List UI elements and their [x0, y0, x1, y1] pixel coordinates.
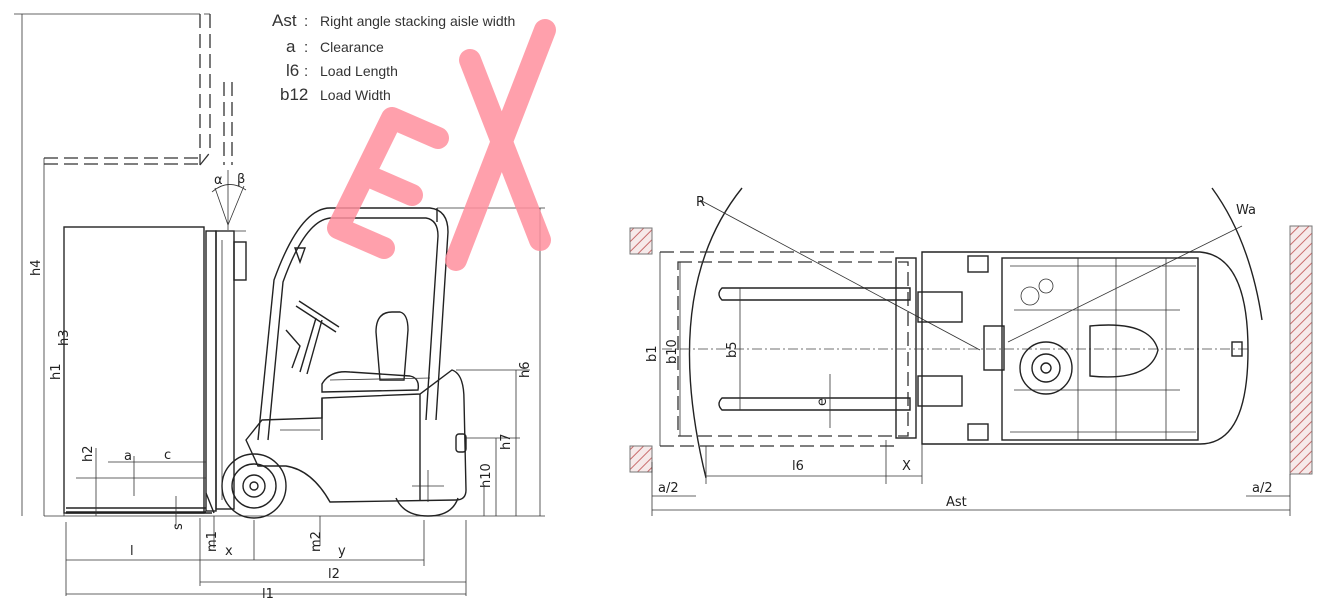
legend-text-b12: Load Width — [320, 87, 391, 103]
label-a-half-left: a/2 — [658, 481, 679, 496]
label-c: c — [164, 448, 171, 463]
legend-sep-a: : — [304, 39, 308, 56]
label-R: R — [696, 195, 705, 210]
legend-sep-ast: : — [304, 13, 308, 30]
raised-mast-outline — [44, 13, 233, 166]
legend-sep-l6: : — [304, 63, 308, 80]
load-outline — [677, 261, 909, 437]
truck-outline-top — [917, 251, 1249, 445]
top-view: R Wa — [629, 187, 1313, 516]
label-b5: b5 — [725, 341, 740, 358]
legend-symbol-a: a — [286, 37, 296, 56]
label-h2: h2 — [81, 445, 96, 462]
label-b10: b10 — [665, 339, 680, 364]
label-h6: h6 — [518, 361, 533, 378]
watermark-letter-e — [327, 107, 449, 259]
label-l2: l2 — [328, 567, 340, 582]
label-a-half-right: a/2 — [1252, 481, 1273, 496]
label-Wa: Wa — [1236, 203, 1256, 218]
legend-text-ast: Right angle stacking aisle width — [320, 13, 515, 29]
overhead-guard — [257, 207, 449, 441]
legend-symbol-ast: Ast — [272, 11, 297, 30]
wall-top-left — [629, 227, 653, 255]
label-l: l — [130, 544, 134, 559]
label-l1: l1 — [262, 587, 274, 599]
legend-symbol-l6: l6 — [286, 61, 299, 80]
watermark: EX — [327, 19, 556, 271]
label-h4: h4 — [29, 259, 44, 276]
load-center-dimensions: a c s — [108, 448, 206, 530]
legend-symbol-b12: b12 — [280, 85, 308, 104]
seat — [321, 311, 420, 393]
label-Ast: Ast — [946, 495, 967, 510]
truck-body — [245, 369, 467, 503]
label-h3: h3 — [57, 329, 72, 346]
legend-text-a: Clearance — [320, 39, 384, 55]
label-a: a — [124, 449, 132, 464]
label-e: e — [815, 398, 830, 406]
label-m1: m1 — [205, 531, 220, 552]
wall-bottom-left — [629, 445, 653, 473]
label-beta: β — [237, 172, 245, 187]
side-view: α β — [14, 13, 545, 599]
legend-sep-b12: : — [304, 87, 308, 104]
label-X: X — [902, 459, 911, 474]
vertical-dimensions-right: h6 h7 h10 — [437, 207, 545, 516]
label-b1: b1 — [645, 345, 660, 362]
label-l6: l6 — [792, 459, 804, 474]
label-y: y — [338, 544, 346, 559]
label-s: s — [171, 523, 186, 530]
legend: Ast : Right angle stacking aisle width a… — [272, 11, 515, 104]
label-h7: h7 — [499, 433, 514, 450]
forks — [718, 257, 917, 439]
front-wheel — [221, 453, 287, 519]
top-horizontal-dimensions: l6 X a/2 a/2 Ast — [651, 440, 1291, 516]
wall-right — [1289, 225, 1313, 475]
mast — [205, 230, 247, 512]
vertical-dimensions-left: h4 h3 h1 h2 — [14, 13, 206, 516]
label-h1: h1 — [49, 363, 64, 380]
horizontal-dimensions-bottom: l x y m1 m2 l2 l1 — [65, 516, 467, 599]
label-h10: h10 — [479, 463, 494, 488]
steering-wheel — [285, 247, 340, 375]
tilt-angle-marks: α β — [211, 170, 247, 230]
top-vertical-dimensions: b1 b10 b5 e — [645, 252, 831, 446]
watermark-letter-x — [445, 19, 556, 271]
label-alpha: α — [214, 173, 223, 188]
legend-text-l6: Load Length — [320, 63, 398, 79]
rear-wheel — [395, 470, 459, 517]
label-x: x — [225, 544, 233, 559]
label-m2: m2 — [309, 531, 324, 552]
